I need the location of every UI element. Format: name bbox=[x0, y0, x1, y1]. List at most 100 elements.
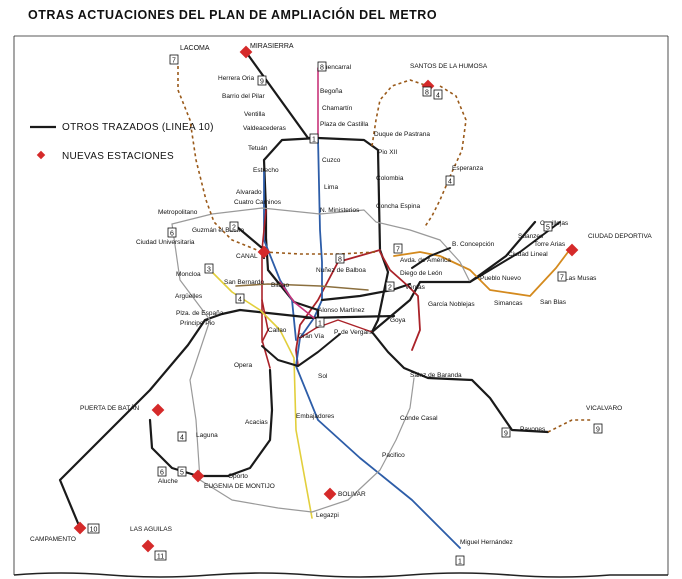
line-badge-box bbox=[422, 86, 432, 97]
station-label: VICALVARO bbox=[586, 405, 622, 412]
line-badge-number: 7 bbox=[396, 247, 400, 254]
station-label: Esperanza bbox=[452, 165, 483, 172]
station-label: Lima bbox=[324, 184, 338, 191]
routes bbox=[58, 50, 592, 549]
station-label: Pio XII bbox=[378, 149, 397, 156]
station-label: CAMPAMENTO bbox=[30, 536, 76, 543]
station-label: Herrera Oria bbox=[218, 75, 255, 82]
route-line bbox=[439, 239, 471, 283]
line-badge-number: 7 bbox=[560, 275, 564, 282]
station-label: Begoña bbox=[320, 88, 343, 95]
line-badge-box bbox=[315, 317, 325, 328]
line-badge-number: 7 bbox=[172, 58, 176, 65]
line-badge-number: 9 bbox=[504, 431, 508, 438]
planned-route-dashed bbox=[263, 251, 377, 255]
line-badge-box bbox=[157, 466, 167, 477]
new-station-marker bbox=[565, 243, 579, 257]
station-label: Moncloa bbox=[176, 271, 201, 278]
station-label: Sainz de Baranda bbox=[410, 372, 462, 379]
line-badge-box bbox=[385, 281, 395, 292]
station-label: N. Ministerios bbox=[320, 207, 360, 214]
line-badge-number: 4 bbox=[448, 179, 452, 186]
route-line bbox=[205, 265, 313, 519]
station-label: García Noblejas bbox=[428, 301, 475, 308]
route-line bbox=[299, 319, 373, 339]
station-label: Duque de Pastrana bbox=[374, 131, 430, 138]
line-badge-box bbox=[309, 133, 319, 144]
page-title: OTRAS ACTUACIONES DEL PLAN DE AMPLIACIÓN… bbox=[28, 8, 438, 22]
station-label: Opera bbox=[234, 362, 252, 369]
station-label: Canillejas bbox=[540, 220, 569, 227]
route-line bbox=[261, 333, 341, 367]
station-label: Sol bbox=[318, 373, 328, 380]
line-badge-number: 8 bbox=[320, 65, 324, 72]
line-badge-number: 6 bbox=[160, 470, 164, 477]
station-label: Laguna bbox=[196, 432, 218, 439]
planned-route-dashed bbox=[547, 419, 592, 433]
new-station-marker bbox=[73, 521, 87, 535]
route-line bbox=[171, 207, 441, 241]
line-badge-number: 8 bbox=[425, 90, 429, 97]
line-badge-number: 2 bbox=[388, 285, 392, 292]
station-label: Pavones bbox=[520, 426, 546, 433]
station-label: Alvarado bbox=[236, 189, 262, 196]
route-line bbox=[411, 247, 451, 269]
station-label: P. de Vergara bbox=[334, 329, 373, 336]
new-station-marker bbox=[141, 539, 155, 553]
line-badge-box bbox=[393, 243, 403, 254]
station-label: Embajadores bbox=[296, 413, 335, 420]
legend-line-label: OTROS TRAZADOS (LINEA 10) bbox=[62, 122, 214, 133]
station-label: Valdeacederas bbox=[243, 125, 287, 132]
station-label: Pacifico bbox=[382, 452, 405, 459]
planned-route-dashed bbox=[177, 66, 263, 253]
line-badge-box bbox=[154, 550, 167, 561]
route-line bbox=[148, 368, 274, 478]
route-line bbox=[379, 251, 421, 351]
new-station-marker bbox=[239, 45, 253, 59]
station-label: Acacias bbox=[245, 419, 269, 426]
station-label: Argüelles bbox=[175, 293, 203, 300]
station-label: Ventas bbox=[405, 284, 426, 291]
line-badge-box bbox=[87, 523, 100, 534]
route-line bbox=[320, 282, 412, 302]
station-label: Avda. de América bbox=[400, 257, 451, 264]
route-line bbox=[469, 221, 561, 283]
legend-station-marker bbox=[36, 150, 46, 160]
station-label: Pueblo Nuevo bbox=[480, 275, 521, 282]
route-line bbox=[171, 223, 415, 513]
line-badge-box bbox=[317, 61, 327, 72]
station-label: Concha Espina bbox=[376, 203, 420, 210]
line-badge-number: 5 bbox=[546, 225, 550, 232]
line-badge-box bbox=[501, 427, 511, 438]
line-badge-box bbox=[455, 555, 465, 566]
station-label: Colombia bbox=[376, 175, 404, 182]
route-line bbox=[235, 283, 369, 291]
legend-station-label: NUEVAS ESTACIONES bbox=[62, 151, 174, 162]
station-label: Ventilla bbox=[244, 111, 265, 118]
line-badge-box bbox=[445, 175, 455, 186]
station-label: Cuatro Caminos bbox=[234, 199, 282, 206]
route-line bbox=[370, 330, 550, 434]
frame-bottom bbox=[13, 572, 668, 578]
planned-route-dashed bbox=[423, 85, 467, 229]
line-badge-number: 4 bbox=[180, 435, 184, 442]
station-label: Conde Casal bbox=[400, 415, 438, 422]
line-badge-number: 1 bbox=[458, 559, 462, 566]
line-badge-box bbox=[335, 253, 345, 264]
station-label: PUERTA DE BATÁN bbox=[80, 403, 140, 412]
station-label: Principe Pio bbox=[180, 320, 215, 327]
line-badge-box bbox=[235, 293, 245, 304]
line-badge-number: 11 bbox=[157, 554, 164, 561]
line-badge-box bbox=[593, 423, 603, 434]
line-badge-box bbox=[177, 466, 187, 477]
station-label: Plza. de España bbox=[176, 310, 224, 317]
line-badge-number: 2 bbox=[232, 225, 236, 232]
line-badge-box bbox=[257, 75, 267, 86]
new-station-marker bbox=[191, 469, 205, 483]
station-label: LACOMA bbox=[180, 45, 210, 52]
station-label: Chamartín bbox=[322, 105, 353, 112]
station-label: Bilbao bbox=[271, 282, 289, 289]
station-label: Goya bbox=[390, 317, 406, 324]
